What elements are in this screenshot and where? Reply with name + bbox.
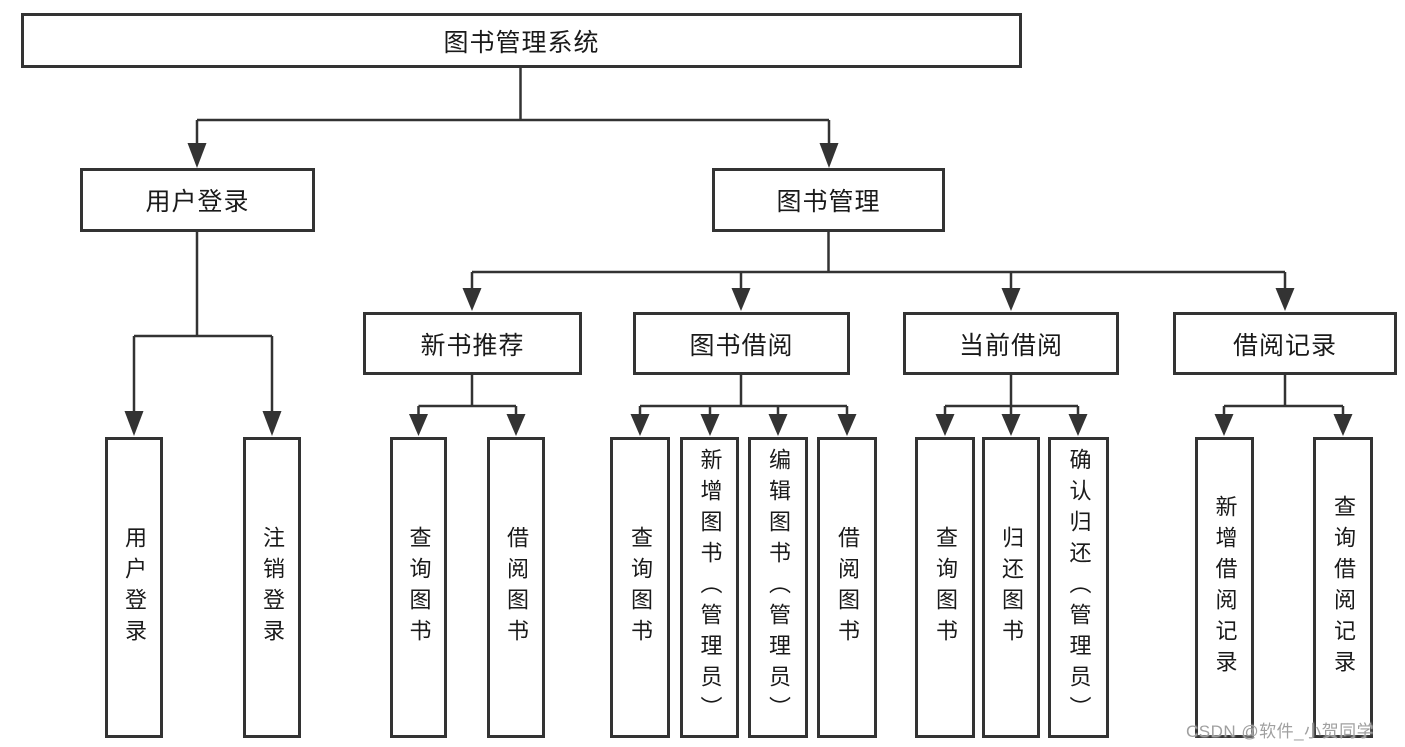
leaf-edit-book-admin: 编辑图书（管理员）	[748, 437, 808, 738]
node-library-system: 图书管理系统	[21, 13, 1022, 68]
node-label: 用户登录	[122, 525, 147, 650]
node-label: 查询图书	[406, 525, 432, 650]
node-label: 确认归还（管理员）	[1066, 448, 1092, 727]
arrowheads	[124, 143, 1353, 436]
node-label: 借阅记录	[1232, 331, 1337, 360]
arrowhead	[262, 411, 282, 436]
node-user-login: 用户登录	[80, 168, 315, 232]
node-label: 编辑图书（管理员）	[766, 448, 791, 727]
node-label: 新增借阅记录	[1212, 494, 1238, 681]
arrowhead	[462, 288, 482, 311]
leaf-query-borrow-record: 查询借阅记录	[1313, 437, 1373, 738]
leaf-query-books-borrow: 查询图书	[610, 437, 670, 738]
watermark: CSDN @软件_小贺同学	[1186, 722, 1375, 741]
edge-userlogin-to-children	[132, 232, 274, 413]
node-book-borrow: 图书借阅	[633, 312, 850, 375]
node-label: 注销登录	[260, 525, 285, 650]
edge-root-to-level1	[195, 68, 831, 146]
arrowhead	[768, 414, 788, 436]
node-label: 当前借阅	[958, 331, 1063, 360]
edge-bookborrow-to-children	[638, 375, 849, 416]
leaf-return-book: 归还图书	[982, 437, 1040, 738]
node-label: 归还图书	[999, 525, 1024, 650]
arrowhead	[187, 143, 207, 168]
arrowhead	[409, 414, 428, 436]
node-label: 借阅图书	[835, 525, 860, 650]
arrowhead	[1275, 288, 1295, 311]
node-label: 图书管理系统	[443, 28, 600, 57]
node-label: 借阅图书	[504, 525, 529, 650]
leaf-borrow-books-recommend: 借阅图书	[487, 437, 545, 738]
arrowhead	[1001, 414, 1021, 436]
arrowhead	[1068, 414, 1088, 436]
leaf-confirm-return-admin: 确认归还（管理员）	[1048, 437, 1109, 738]
leaf-add-book-admin: 新增图书（管理员）	[680, 437, 739, 738]
node-label: 查询图书	[628, 525, 653, 650]
arrowhead	[819, 143, 839, 168]
edge-currentborrow-to-children	[943, 375, 1080, 416]
arrowhead	[124, 411, 144, 436]
arrowhead	[1001, 288, 1021, 311]
node-label: 查询借阅记录	[1331, 494, 1356, 681]
leaf-add-borrow-record: 新增借阅记录	[1195, 437, 1254, 738]
arrowhead	[935, 414, 955, 436]
edge-records-to-children	[1222, 375, 1345, 416]
leaf-query-books-recommend: 查询图书	[390, 437, 447, 738]
arrowhead	[837, 414, 857, 436]
node-new-book-recommend: 新书推荐	[363, 312, 582, 375]
arrowhead	[1214, 414, 1234, 436]
arrowhead	[731, 288, 751, 311]
node-label: 查询图书	[933, 525, 958, 650]
leaf-user-login: 用户登录	[105, 437, 163, 738]
edge-bookmgmt-to-level2	[470, 232, 1287, 290]
node-current-borrow: 当前借阅	[903, 312, 1119, 375]
node-label: 新书推荐	[420, 331, 525, 360]
arrowhead	[700, 414, 720, 436]
arrowhead	[506, 414, 526, 436]
node-label: 用户登录	[145, 188, 250, 216]
leaf-query-books-current: 查询图书	[915, 437, 975, 738]
node-borrow-records: 借阅记录	[1173, 312, 1397, 375]
node-book-management: 图书管理	[712, 168, 945, 232]
leaf-borrow-books: 借阅图书	[817, 437, 877, 738]
leaf-logout: 注销登录	[243, 437, 301, 738]
arrowhead	[1333, 414, 1353, 436]
node-label: 新增图书（管理员）	[697, 448, 723, 727]
node-label: 图书借阅	[689, 331, 794, 360]
node-label: 图书管理	[776, 188, 881, 216]
edge-newbook-to-children	[417, 375, 518, 416]
arrowhead	[630, 414, 650, 436]
